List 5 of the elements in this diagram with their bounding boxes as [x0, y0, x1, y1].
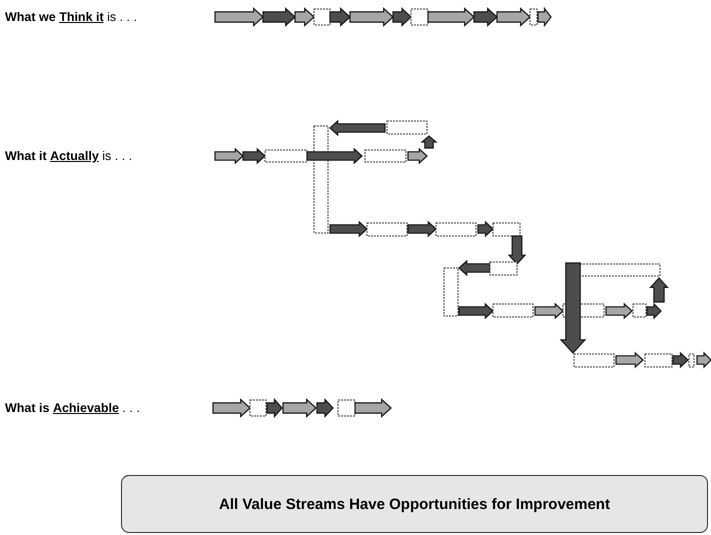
row-label: What it Actually is . . . [5, 149, 132, 163]
callout-panel [121, 475, 708, 533]
conclusion-text: All Value Streams Have Opportunities for Improvement [219, 496, 610, 512]
row-label: What we Think it is . . . [5, 10, 137, 24]
row-label: What is Achievable . . . [5, 401, 140, 415]
